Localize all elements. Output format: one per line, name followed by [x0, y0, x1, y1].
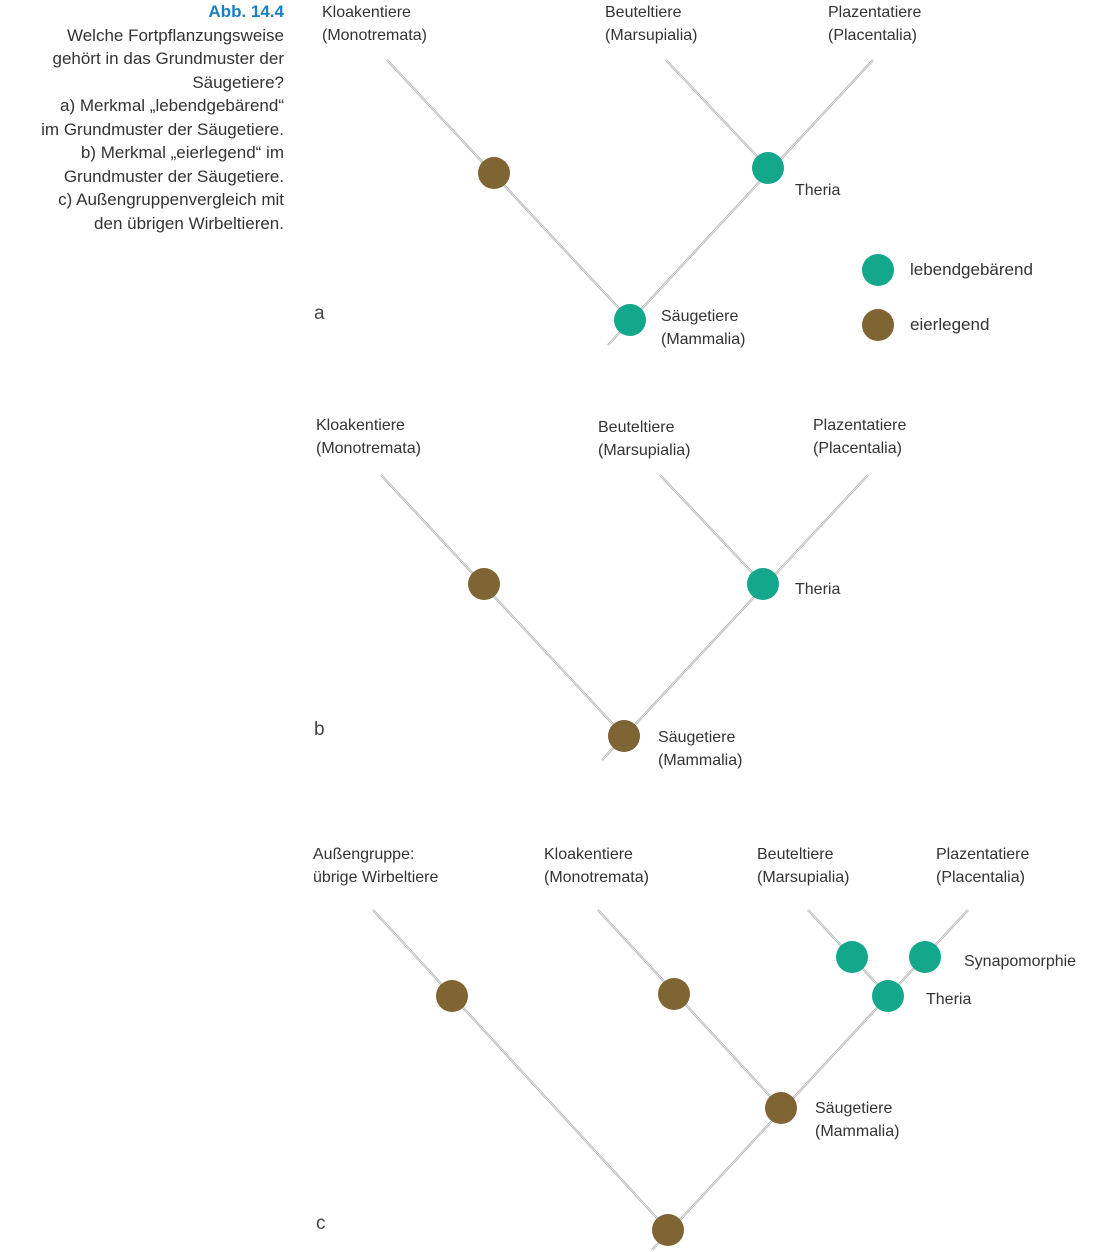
taxon-name: Kloakentiere	[544, 846, 633, 863]
taxon-label-placentalia-b: Plazentatiere (Placentalia)	[813, 414, 906, 460]
taxon-latin-name: (Marsupialia)	[605, 27, 698, 44]
taxon-label-marsupialia-c: Beuteltiere (Marsupialia)	[757, 843, 849, 889]
node-latin-name: (Mammalia)	[658, 752, 743, 769]
node-name: Säugetiere	[658, 729, 736, 746]
node-label-mammalia-b: Säugetiere (Mammalia)	[658, 726, 742, 772]
node-mammalia-b	[608, 720, 640, 752]
taxon-name: Beuteltiere	[598, 419, 675, 436]
taxon-name: Beuteltiere	[605, 4, 682, 21]
node-label-mammalia-a: Säugetiere (Mammalia)	[661, 305, 745, 351]
taxon-latin-name: (Placentalia)	[828, 27, 917, 44]
node-latin-name: (Mammalia)	[815, 1123, 900, 1140]
taxon-latin-name: (Placentalia)	[813, 440, 902, 457]
taxon-label-monotremata-a: Kloakentiere (Monotremata)	[322, 1, 427, 47]
legend-dot-lebendgebaerend	[862, 254, 894, 286]
taxon-name: Plazentatiere	[813, 417, 907, 434]
legend-label-lebendgebaerend: lebendgebärend	[910, 260, 1033, 279]
taxon-name: Plazentatiere	[936, 846, 1030, 863]
taxon-latin-name: (Monotremata)	[322, 27, 427, 44]
node-placentalia-c	[909, 941, 941, 973]
node-monotremata-c	[658, 978, 690, 1010]
taxon-latin-name: (Monotremata)	[316, 440, 421, 457]
node-name: Säugetiere	[815, 1100, 893, 1117]
panel-letter-b: b	[314, 719, 325, 740]
node-label-theria-c: Theria	[926, 991, 972, 1008]
taxon-name: Außengruppe:	[313, 846, 415, 863]
node-label-synapomorphie-c: Synapomorphie	[964, 953, 1077, 970]
taxon-latin-name: (Placentalia)	[936, 869, 1025, 886]
node-label-mammalia-c: Säugetiere (Mammalia)	[815, 1097, 899, 1143]
taxon-name: Plazentatiere	[828, 4, 922, 21]
taxon-label-monotremata-c: Kloakentiere (Monotremata)	[544, 843, 649, 889]
node-theria-a	[752, 152, 784, 184]
caption-line: a) Merkmal „lebendgebärend“	[60, 96, 284, 115]
panel-letter-a: a	[314, 303, 325, 324]
taxon-name: Kloakentiere	[322, 4, 411, 21]
taxon-label-placentalia-a: Plazentatiere (Placentalia)	[828, 1, 921, 47]
taxon-name: Beuteltiere	[757, 846, 834, 863]
node-name: Säugetiere	[661, 308, 739, 325]
node-theria-c	[872, 980, 904, 1012]
figure-caption: Abb. 14.4 Welche Fortpflanzungsweise geh…	[0, 0, 284, 235]
node-monotremata-b	[468, 568, 500, 600]
legend-label-eierlegend: eierlegend	[910, 315, 990, 334]
caption-line: den übrigen Wirbeltieren.	[94, 213, 284, 233]
caption-line: c) Außengruppenvergleich mit	[58, 190, 284, 209]
caption-line: Grundmuster der Säugetiere.	[63, 166, 284, 186]
taxon-label-marsupialia-b: Beuteltiere (Marsupialia)	[598, 416, 690, 462]
caption-line: im Grundmuster der Säugetiere.	[41, 119, 284, 139]
cladogram-c	[372, 909, 969, 1251]
node-outgroup-c	[436, 980, 468, 1012]
node-monotremata-a	[478, 157, 510, 189]
caption-line: Säugetiere?	[192, 72, 284, 92]
caption-line: Welche Fortpflanzungsweise	[66, 25, 284, 45]
taxon-label-marsupialia-a: Beuteltiere (Marsupialia)	[605, 1, 697, 47]
node-marsupialia-c	[836, 941, 868, 973]
node-mammalia-c	[765, 1092, 797, 1124]
node-root-c	[652, 1214, 684, 1246]
taxon-label-placentalia-c: Plazentatiere (Placentalia)	[936, 843, 1029, 889]
panel-letter-c: c	[316, 1213, 326, 1234]
node-label-theria-b: Theria	[795, 581, 841, 598]
legend-dot-eierlegend	[862, 309, 894, 341]
node-theria-b	[747, 568, 779, 600]
figure-number: Abb. 14.4	[208, 2, 284, 21]
taxon-latin-name: (Marsupialia)	[757, 869, 850, 886]
taxon-label-monotremata-b: Kloakentiere (Monotremata)	[316, 414, 421, 460]
node-mammalia-a	[614, 304, 646, 336]
taxon-latin-name: (Marsupialia)	[598, 442, 691, 459]
taxon-label-outgroup-c: Außengruppe: übrige Wirbeltiere	[313, 843, 438, 889]
caption-line: gehört in das Grundmuster der	[52, 49, 284, 68]
node-latin-name: (Mammalia)	[661, 331, 746, 348]
cladogram-b	[380, 474, 869, 761]
caption-line: b) Merkmal „eierlegend“ im	[80, 143, 284, 162]
taxon-name: Kloakentiere	[316, 417, 405, 434]
node-label-theria-a: Theria	[795, 182, 841, 199]
taxon-latin-name: (Monotremata)	[544, 869, 649, 886]
taxon-latin-name: übrige Wirbeltiere	[313, 869, 439, 886]
cladogram-a	[386, 59, 894, 346]
